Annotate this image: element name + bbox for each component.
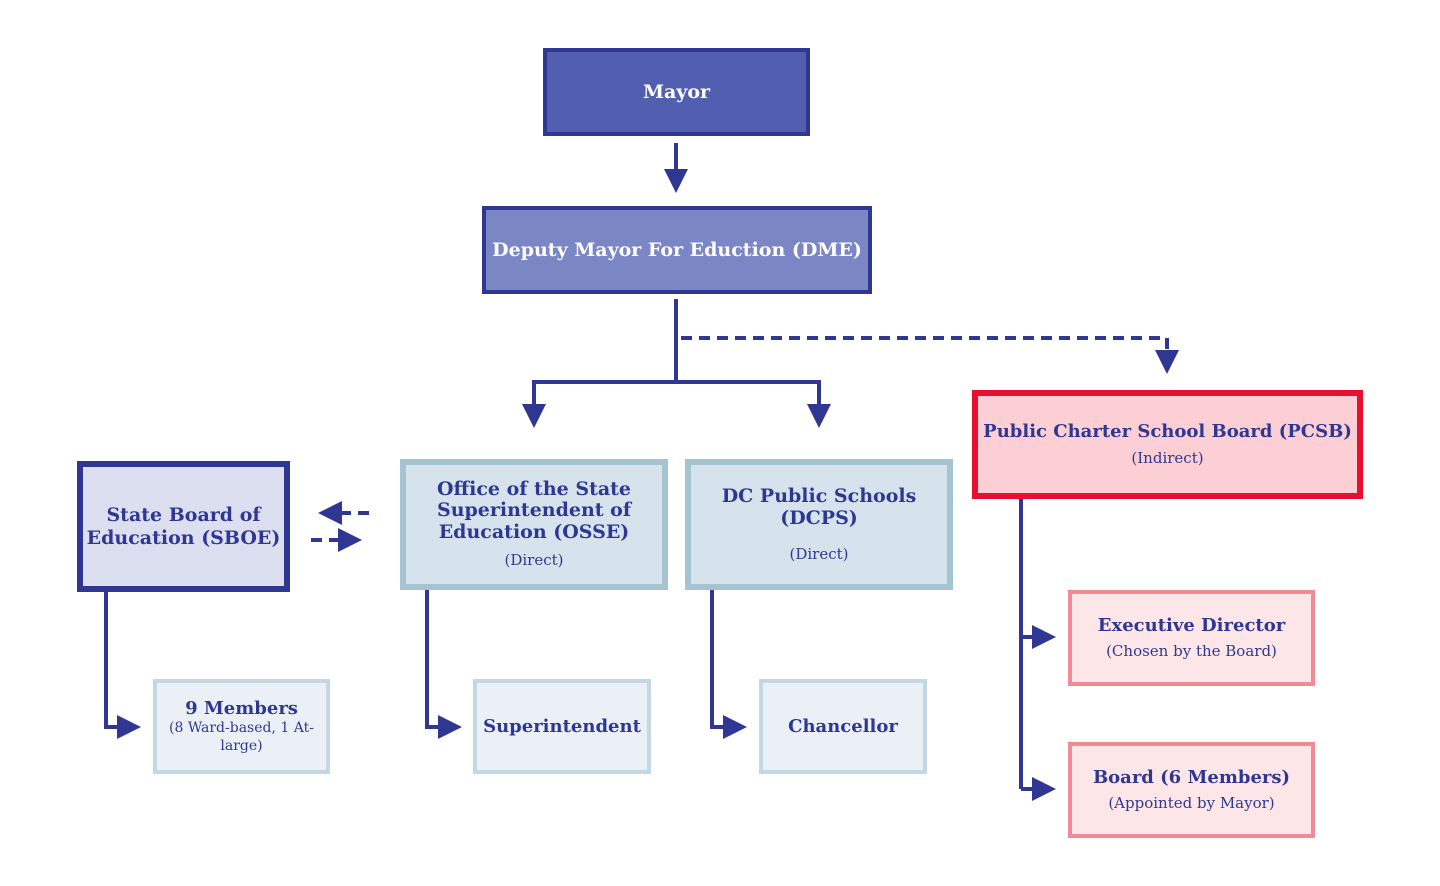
node-mayor: Mayor [543, 48, 810, 136]
node-pcsb-board: Board (6 Members) (Appointed by Mayor) [1068, 742, 1315, 838]
node-title: Executive Director [1097, 615, 1286, 637]
node-title: Office of the State Superintendent of Ed… [436, 477, 632, 544]
node-subtitle: (Direct) [789, 545, 849, 564]
node-deputy-mayor: Deputy Mayor For Eduction (DME) [482, 206, 872, 294]
node-title: Public Charter School Board (PCSB) [983, 420, 1352, 442]
edge-osse-superintendent [425, 590, 462, 739]
node-title: 9 Members [185, 697, 298, 719]
node-title: State Board of Education (SBOE) [86, 503, 281, 549]
node-subtitle: (Direct) [504, 551, 564, 570]
node-subtitle: (Chosen by the Board) [1106, 641, 1277, 660]
node-subtitle: (8 Ward-based, 1 At-large) [169, 720, 314, 755]
node-osse: Office of the State Superintendent of Ed… [400, 459, 668, 590]
node-title: Chancellor [788, 715, 898, 737]
node-chancellor: Chancellor [759, 679, 927, 774]
edge-dme-pcsb [681, 336, 1179, 374]
node-title: DC Public Schools (DCPS) [721, 484, 917, 530]
node-subtitle: (Appointed by Mayor) [1108, 793, 1275, 812]
node-executive-director: Executive Director (Chosen by the Board) [1068, 590, 1315, 686]
node-title: Board (6 Members) [1092, 767, 1291, 789]
edge-dcps-chancellor [710, 590, 747, 739]
node-dc-public-schools: DC Public Schools (DCPS) (Direct) [685, 459, 953, 590]
edge-sboe-members [104, 592, 141, 739]
node-sboe-members: 9 Members (8 Ward-based, 1 At-large) [153, 679, 330, 774]
node-title: Deputy Mayor For Eduction (DME) [492, 238, 862, 261]
edge-dme-osse [522, 380, 676, 428]
node-public-charter-school-board: Public Charter School Board (PCSB) (Indi… [972, 390, 1363, 499]
node-subtitle: (Indirect) [1131, 449, 1204, 468]
node-state-board-of-education: State Board of Education (SBOE) [77, 461, 290, 592]
edge-dme-dcps [676, 380, 831, 428]
node-superintendent: Superintendent [473, 679, 651, 774]
node-title: Superintendent [483, 715, 641, 737]
node-title: Mayor [642, 80, 711, 103]
